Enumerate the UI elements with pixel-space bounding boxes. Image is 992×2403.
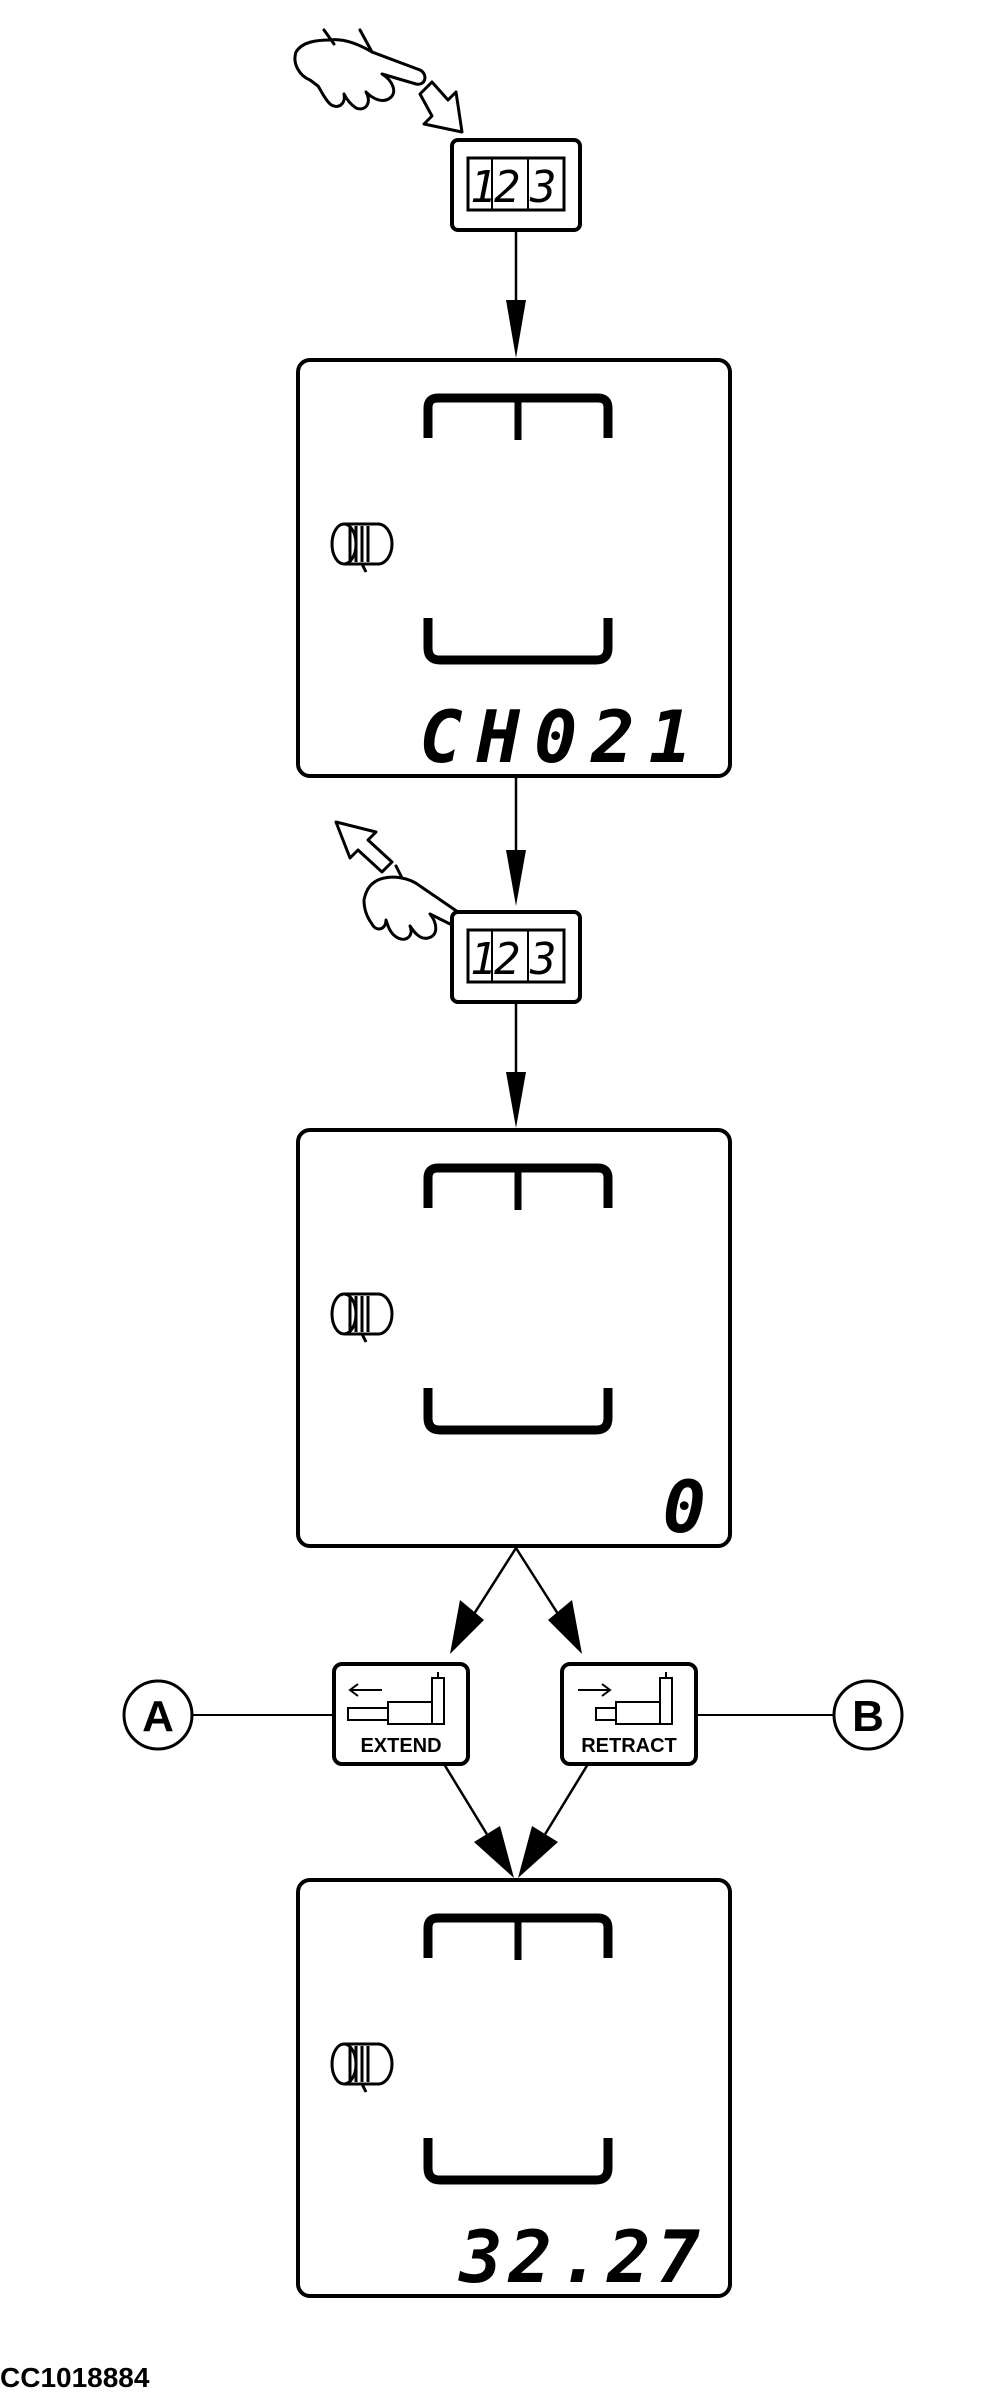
keypad-digit: 3 [529,162,557,213]
bracket-bottom [423,1388,613,1435]
coil-icon [330,2042,394,2093]
keypad-button-123[interactable]: 1 2 3 [450,910,582,1004]
readout: CH021 [419,695,706,779]
keypad-button-123[interactable]: 1 2 3 [450,138,582,232]
keypad-digit: 1 [470,162,497,213]
hand-pointer-icon [362,864,464,941]
keypad-digit: 1 [470,934,497,985]
extend-button[interactable]: EXTEND [332,1662,470,1766]
retract-button[interactable]: RETRACT [560,1662,698,1766]
callout-label: B [852,1692,884,1741]
coil-icon [330,522,394,573]
cylinder-icon [595,1672,673,1725]
keypad-digit: 2 [494,162,521,213]
figure-id: CC1018884 [0,2362,150,2393]
readout: 32.27 [457,2215,706,2299]
display-screen: CH021 [296,358,732,779]
coil-icon [330,1292,394,1343]
right-arrow-icon [578,1683,612,1697]
extend-label: EXTEND [360,1735,441,1757]
bracket-bottom [423,618,613,665]
readout: 0 [663,1465,706,1549]
release-arrow-icon [334,820,394,874]
left-arrow-icon [348,1683,382,1697]
cylinder-icon [347,1672,445,1725]
flow-arrow [506,776,526,906]
display-screen: 32.27 [296,1878,732,2299]
keypad-digit: 3 [529,934,557,985]
flow-arrow [506,1002,526,1128]
callout-label: A [142,1692,174,1741]
retract-label: RETRACT [581,1735,677,1757]
flow-arrow [506,230,526,358]
flow-arrow [442,1763,590,1878]
callout-a: A [122,1679,334,1751]
hand-pointer-icon [293,28,427,111]
display-screen: 0 [296,1128,732,1549]
flow-arrow [450,1547,582,1654]
callout-b: B [696,1679,904,1751]
press-arrow-icon [418,80,464,134]
keypad-digit: 2 [494,934,521,985]
bracket-bottom [423,2138,613,2185]
